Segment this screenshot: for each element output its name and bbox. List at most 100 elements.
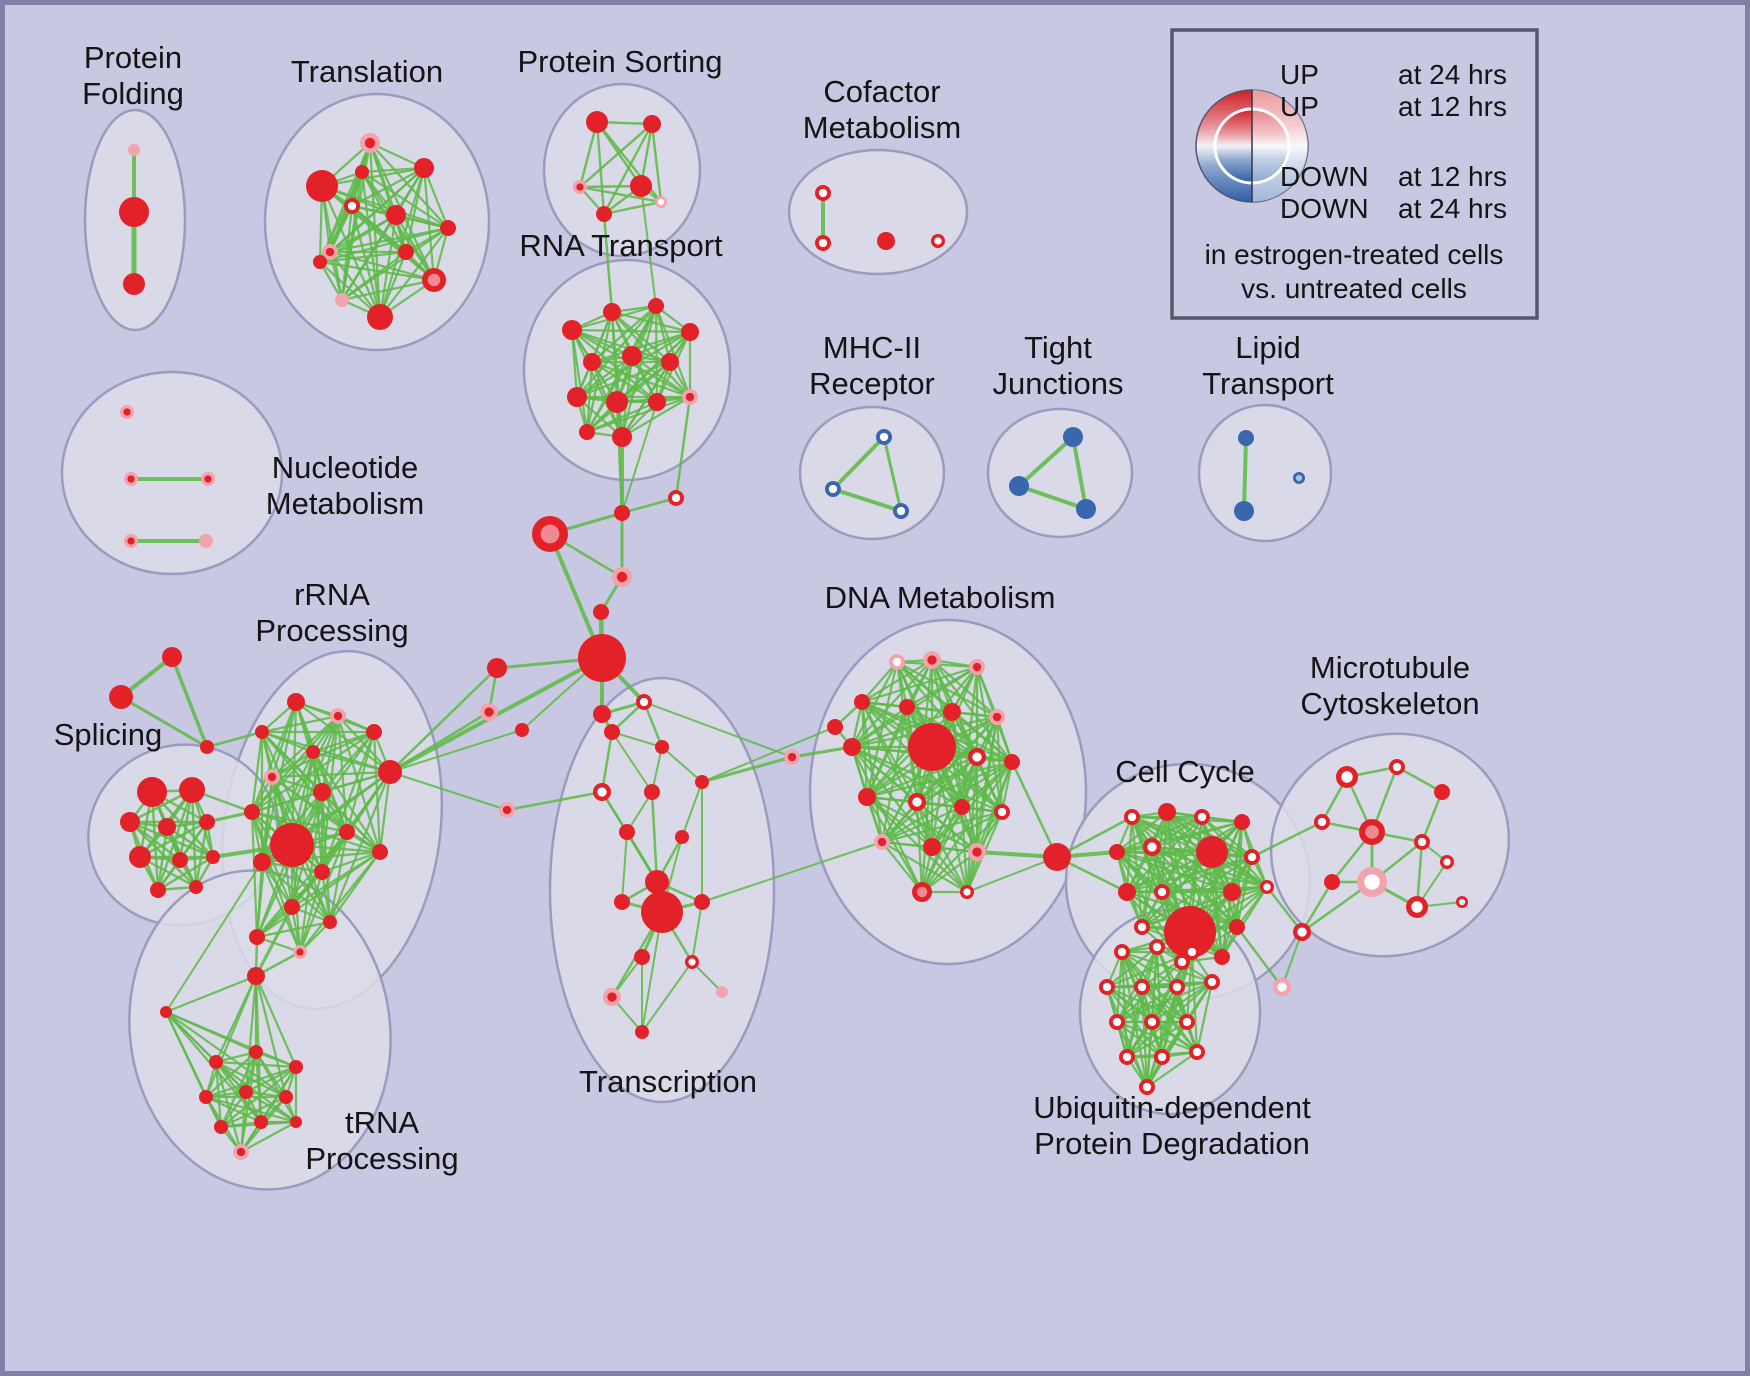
network-edge (860, 660, 899, 704)
network-node (172, 852, 188, 868)
network-node-center (1297, 927, 1307, 937)
network-edge (360, 170, 450, 230)
network-node-center (1277, 982, 1287, 992)
network-nodes (109, 111, 1468, 1160)
network-edge (360, 170, 408, 254)
network-edge (590, 330, 692, 364)
network-edge (602, 122, 654, 216)
network-node (137, 777, 167, 807)
network-edge (1220, 855, 1254, 959)
network-node-center (427, 273, 441, 287)
network-node-center (204, 475, 212, 483)
network-node (578, 634, 626, 682)
network-edge (1281, 931, 1303, 988)
network-node-center (540, 524, 560, 544)
network-node (827, 719, 843, 735)
network-edge (1105, 945, 1159, 989)
network-edge (250, 810, 382, 854)
network-edge (270, 750, 315, 779)
network-node (398, 244, 414, 260)
network-edge (1115, 850, 1254, 859)
network-edge (239, 1050, 258, 1154)
network-edge (585, 395, 692, 434)
network-edge (204, 974, 258, 1099)
network-edge (621, 831, 628, 903)
network-edge (915, 760, 1014, 804)
network-node (716, 986, 728, 998)
network-node-center (1112, 1017, 1122, 1027)
cluster-label-dna-metabolism: DNA Metabolism (825, 580, 1056, 615)
network-node-center (639, 697, 649, 707)
network-edge (260, 714, 340, 734)
network-node (209, 1055, 223, 1069)
network-edge (219, 1095, 288, 1129)
network-node (289, 1060, 303, 1074)
network-node (622, 346, 642, 366)
network-node (128, 144, 140, 156)
network-edge (254, 1050, 298, 1069)
network-node-center (484, 707, 494, 717)
network-edge (138, 820, 209, 859)
network-node (313, 783, 331, 801)
network-edge (318, 166, 426, 264)
network-edge (950, 710, 1014, 764)
network-edge (204, 1095, 298, 1124)
network-node (661, 353, 679, 371)
network-edge (422, 166, 450, 230)
network-node-center (1364, 874, 1380, 890)
network-edge (691, 901, 703, 963)
network-edge (388, 710, 491, 774)
network-edge (164, 974, 258, 1014)
network-node-center (127, 475, 135, 483)
network-edge (320, 870, 332, 924)
network-node (1109, 844, 1125, 860)
network-edge (865, 760, 1014, 799)
cluster-ellipse (542, 82, 702, 258)
network-node-center (1147, 1017, 1157, 1027)
network-node (119, 197, 149, 227)
network-edge (194, 820, 209, 889)
cluster-ellipse (798, 405, 946, 541)
network-edge (350, 166, 426, 208)
network-edge (602, 200, 663, 216)
network-node-center (657, 198, 665, 206)
network-node-center (1341, 771, 1353, 783)
network-node (1063, 427, 1083, 447)
network-edge (640, 185, 657, 307)
network-node (199, 814, 215, 830)
network-edge (170, 655, 209, 749)
network-node-center (997, 807, 1007, 817)
network-node-center (972, 847, 982, 857)
network-edge (255, 860, 264, 939)
network-node (253, 853, 271, 871)
network-edge (165, 825, 215, 859)
network-node (586, 111, 608, 133)
network-edge (1055, 815, 1134, 859)
network-edge (1115, 985, 1179, 1024)
network-edge (244, 1065, 298, 1094)
network-node (648, 393, 666, 411)
network-node-center (1458, 898, 1466, 906)
cluster-ellipse (60, 370, 284, 576)
network-edge (850, 710, 954, 749)
network-node (1223, 883, 1241, 901)
network-edge (255, 830, 349, 939)
network-node-center (502, 805, 512, 815)
network-edge (254, 974, 298, 1069)
network-edge (1115, 980, 1214, 1024)
legend-direction-0: UP (1280, 59, 1319, 90)
network-edge (260, 860, 302, 954)
network-node-center (1365, 825, 1379, 839)
network-edge (378, 770, 392, 854)
network-edge (1140, 810, 1169, 929)
network-edge (1140, 885, 1269, 929)
network-edge (600, 730, 614, 794)
network-node-center (1172, 982, 1182, 992)
network-edge (244, 974, 258, 1094)
network-edge (654, 304, 659, 404)
network-node (306, 170, 338, 202)
network-node-center (333, 711, 343, 721)
cluster-label-protein-sorting: Protein Sorting (517, 44, 722, 79)
